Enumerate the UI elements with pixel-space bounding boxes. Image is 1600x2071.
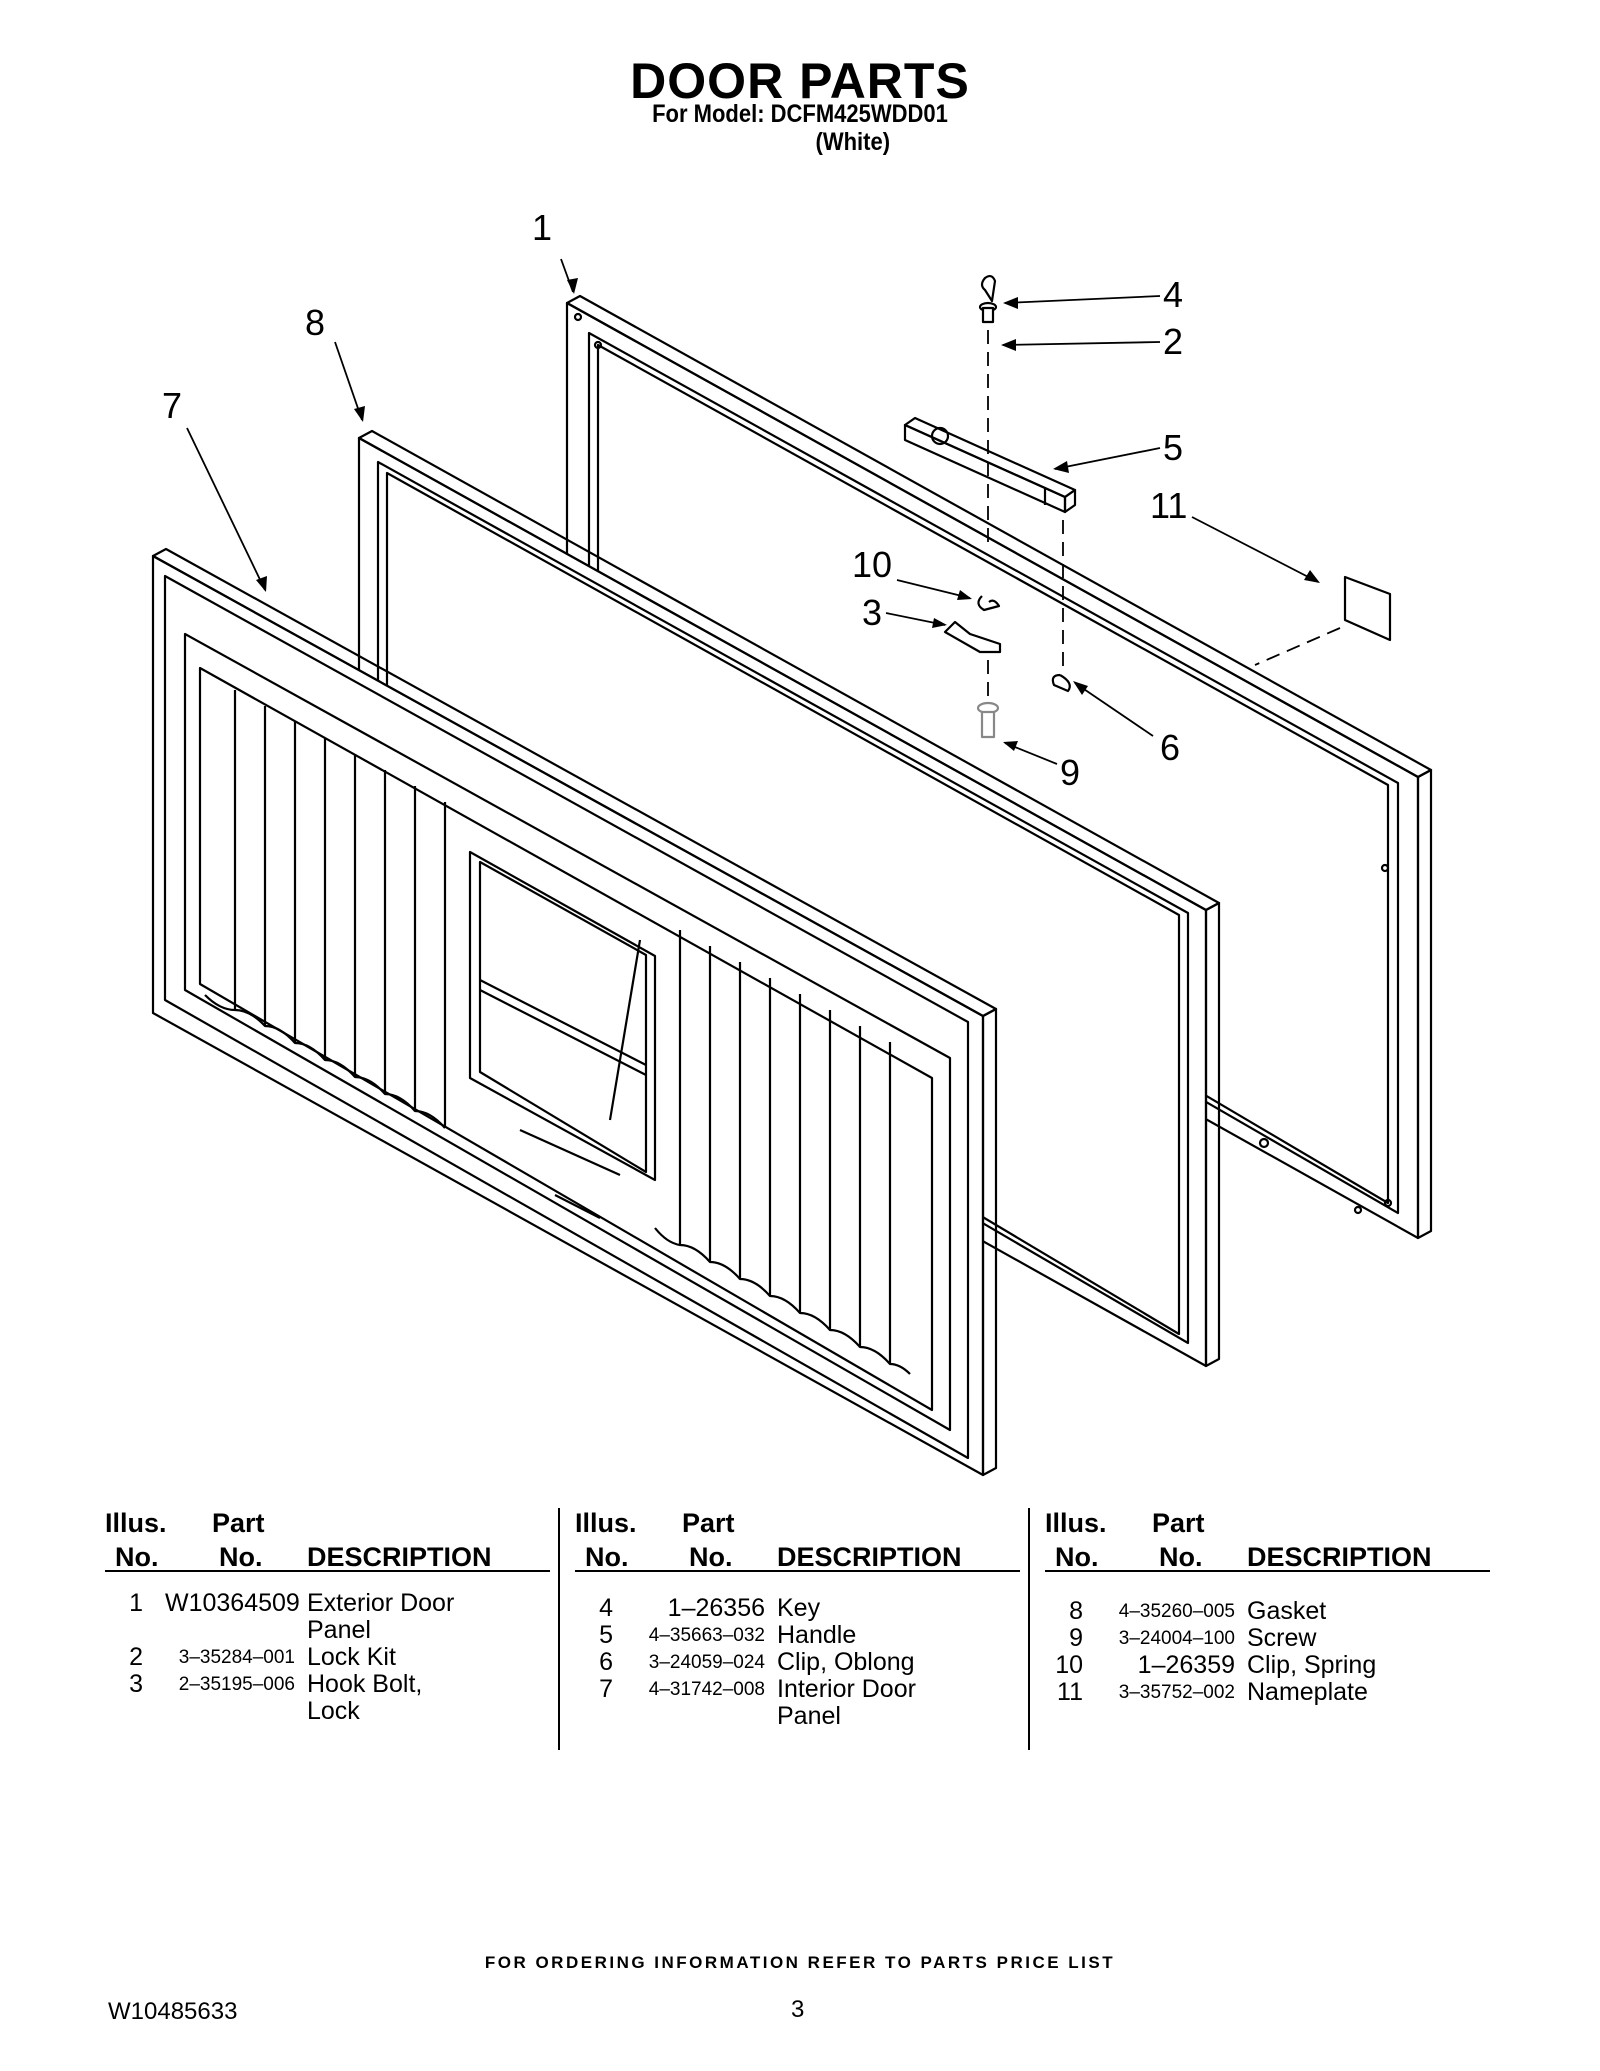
handle-part [903, 416, 1077, 514]
callout-3: 3 [862, 592, 882, 633]
spring-clip-part [977, 595, 1001, 612]
model-line: For Model: DCFM425WDD01 [652, 100, 948, 128]
parts-rows: 8 4–35260–005 Gasket 9 3–24004–100 Screw… [1045, 1598, 1490, 1706]
oblong-clip-part [1051, 673, 1071, 693]
ordering-note: FOR ORDERING INFORMATION REFER TO PARTS … [484, 1953, 1116, 1972]
header-part-no: No. [689, 1542, 733, 1572]
screw-part [976, 701, 1000, 739]
callout-5: 5 [1163, 427, 1183, 468]
table-row: 1 W10364509 Exterior Door [129, 1589, 455, 1617]
page-title: DOOR PARTS [630, 53, 970, 109]
nameplate-part [1343, 575, 1392, 642]
parts-table-column-2: Illus. No. Part No. DESCRIPTION 4 1–2635… [575, 1508, 1020, 1752]
callout-8: 8 [305, 302, 325, 343]
table-row-continued: Panel [777, 1702, 841, 1730]
header-part-no: No. [1159, 1542, 1203, 1572]
callout-4: 4 [1163, 274, 1183, 315]
document-number: W10485633 [108, 1998, 238, 2025]
table-row-continued: Panel [307, 1616, 371, 1644]
header-illus: Illus. [575, 1508, 637, 1538]
table-row: 11 3–35752–002 Nameplate [1057, 1678, 1368, 1706]
table-row: 2 3–35284–001 Lock Kit [129, 1643, 396, 1671]
table-row-continued: Lock [307, 1697, 360, 1725]
page-number: 3 [791, 1996, 805, 2023]
callout-6: 6 [1160, 727, 1180, 768]
parts-rows: 4 1–26356 Key 5 4–35663–032 Handle 6 3–2… [575, 1595, 1020, 1730]
header-part: Part [212, 1508, 265, 1538]
table-header: Illus. No. Part No. DESCRIPTION [1045, 1508, 1490, 1572]
header-part: Part [1152, 1508, 1205, 1538]
table-row: 9 3–24004–100 Screw [1069, 1624, 1317, 1652]
header-description: DESCRIPTION [1247, 1542, 1432, 1572]
header-part-no: No. [219, 1542, 263, 1572]
callout-11: 11 [1150, 485, 1187, 526]
table-header: Illus. No. Part No. DESCRIPTION [105, 1508, 550, 1572]
key-part [980, 274, 997, 303]
header-description: DESCRIPTION [307, 1542, 492, 1572]
header-illus: Illus. [105, 1508, 167, 1538]
hook-bolt-part [943, 620, 1002, 654]
header-illus-no: No. [115, 1542, 159, 1572]
parts-rows: 1 W10364509 Exterior Door Panel 2 3–3528… [105, 1590, 550, 1725]
callout-7: 7 [162, 385, 182, 426]
table-row: 3 2–35195–006 Hook Bolt, [129, 1670, 423, 1698]
callout-2: 2 [1163, 321, 1183, 362]
header-illus-no: No. [1055, 1542, 1099, 1572]
lock-kit-part [978, 301, 998, 324]
header-part: Part [682, 1508, 735, 1538]
parts-table-column-3: Illus. No. Part No. DESCRIPTION 8 4–3526… [1045, 1508, 1490, 1752]
callout-1: 1 [532, 207, 552, 248]
table-header: Illus. No. Part No. DESCRIPTION [575, 1508, 1020, 1572]
callout-9: 9 [1060, 752, 1080, 793]
table-row: 5 4–35663–032 Handle [599, 1621, 857, 1649]
table-row: 10 1–26359 Clip, Spring [1055, 1651, 1377, 1679]
callout-10: 10 [852, 544, 892, 585]
door-parts-diagram: 1 2 3 4 5 6 7 8 9 10 11 [151, 207, 1433, 1477]
header-illus-no: No. [585, 1542, 629, 1572]
table-row: 6 3–24059–024 Clip, Oblong [599, 1648, 915, 1676]
header-description: DESCRIPTION [777, 1542, 962, 1572]
header-illus: Illus. [1045, 1508, 1107, 1538]
column-divider [1028, 1508, 1030, 1750]
column-divider [558, 1508, 560, 1750]
color-line: (White) [815, 128, 891, 156]
table-row: 8 4–35260–005 Gasket [1069, 1597, 1327, 1625]
table-row: 4 1–26356 Key [599, 1594, 821, 1622]
interior-door-panel [151, 547, 998, 1477]
parts-table-column-1: Illus. No. Part No. DESCRIPTION 1 W10364… [105, 1508, 550, 1752]
table-row: 7 4–31742–008 Interior Door [599, 1675, 916, 1703]
